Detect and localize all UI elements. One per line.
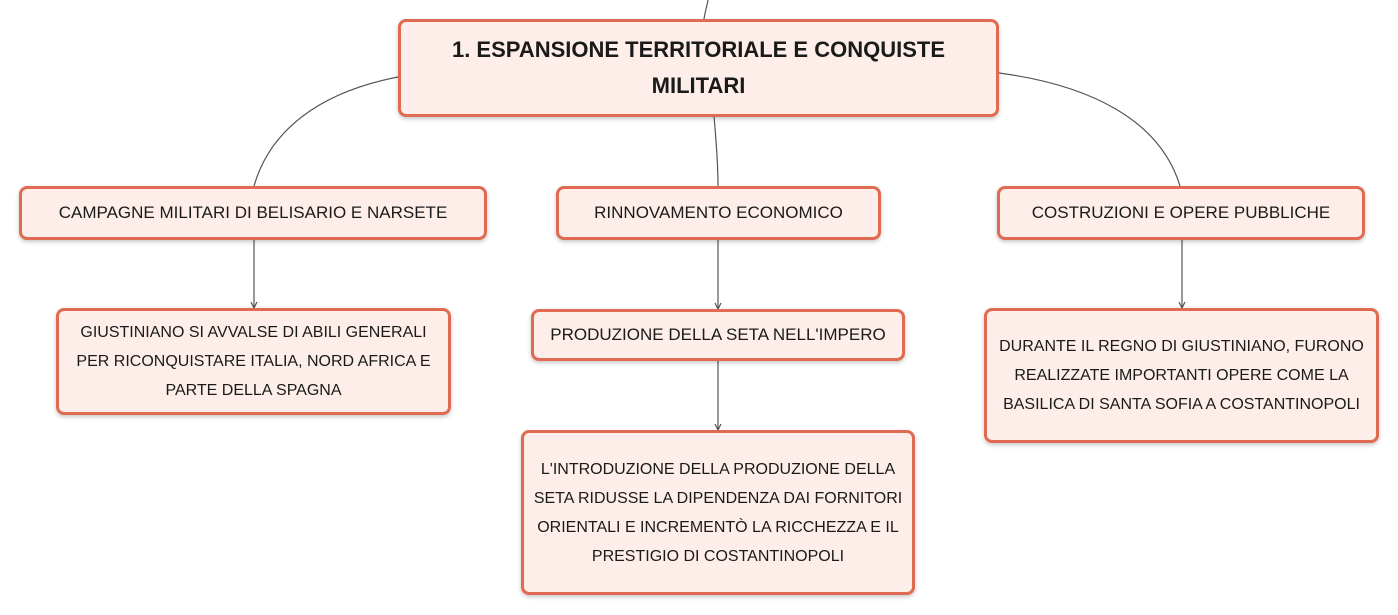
leaf-topic-silk-impact[interactable]: L'INTRODUZIONE DELLA PRODUZIONE DELLA SE… — [521, 430, 915, 595]
connector-root-branch-3 — [998, 72, 1181, 187]
connector-parent-root — [703, 0, 709, 20]
branch-topic-military-campaigns[interactable]: CAMPAGNE MILITARI DI BELISARIO E NARSETE — [19, 186, 487, 240]
leaf-topic-label: L'INTRODUZIONE DELLA PRODUZIONE DELLA SE… — [533, 460, 903, 565]
branch-topic-label: COSTRUZIONI E OPERE PUBBLICHE — [1031, 203, 1331, 222]
root-topic-label: 1. ESPANSIONE TERRITORIALE E CONQUISTE M… — [451, 37, 946, 98]
leaf-topic-label: DURANTE IL REGNO DI GIUSTINIANO, FURONO … — [999, 338, 1364, 413]
branch-topic-label: RINNOVAMENTO ECONOMICO — [594, 203, 843, 222]
subtopic-label: PRODUZIONE DELLA SETA NELL'IMPERO — [550, 325, 886, 344]
connector-root-branch-1 — [253, 76, 399, 187]
subtopic-silk-production[interactable]: PRODUZIONE DELLA SETA NELL'IMPERO — [531, 309, 905, 361]
leaf-topic-generals[interactable]: GIUSTINIANO SI AVVALSE DI ABILI GENERALI… — [56, 308, 451, 415]
root-topic[interactable]: 1. ESPANSIONE TERRITORIALE E CONQUISTE M… — [398, 19, 999, 117]
branch-topic-economic-renewal[interactable]: RINNOVAMENTO ECONOMICO — [556, 186, 881, 240]
leaf-topic-hagia-sophia[interactable]: DURANTE IL REGNO DI GIUSTINIANO, FURONO … — [984, 308, 1379, 443]
connector-root-branch-2 — [713, 115, 719, 187]
branch-topic-public-works[interactable]: COSTRUZIONI E OPERE PUBBLICHE — [997, 186, 1365, 240]
leaf-topic-label: GIUSTINIANO SI AVVALSE DI ABILI GENERALI… — [76, 324, 431, 399]
branch-topic-label: CAMPAGNE MILITARI DI BELISARIO E NARSETE — [58, 203, 448, 222]
